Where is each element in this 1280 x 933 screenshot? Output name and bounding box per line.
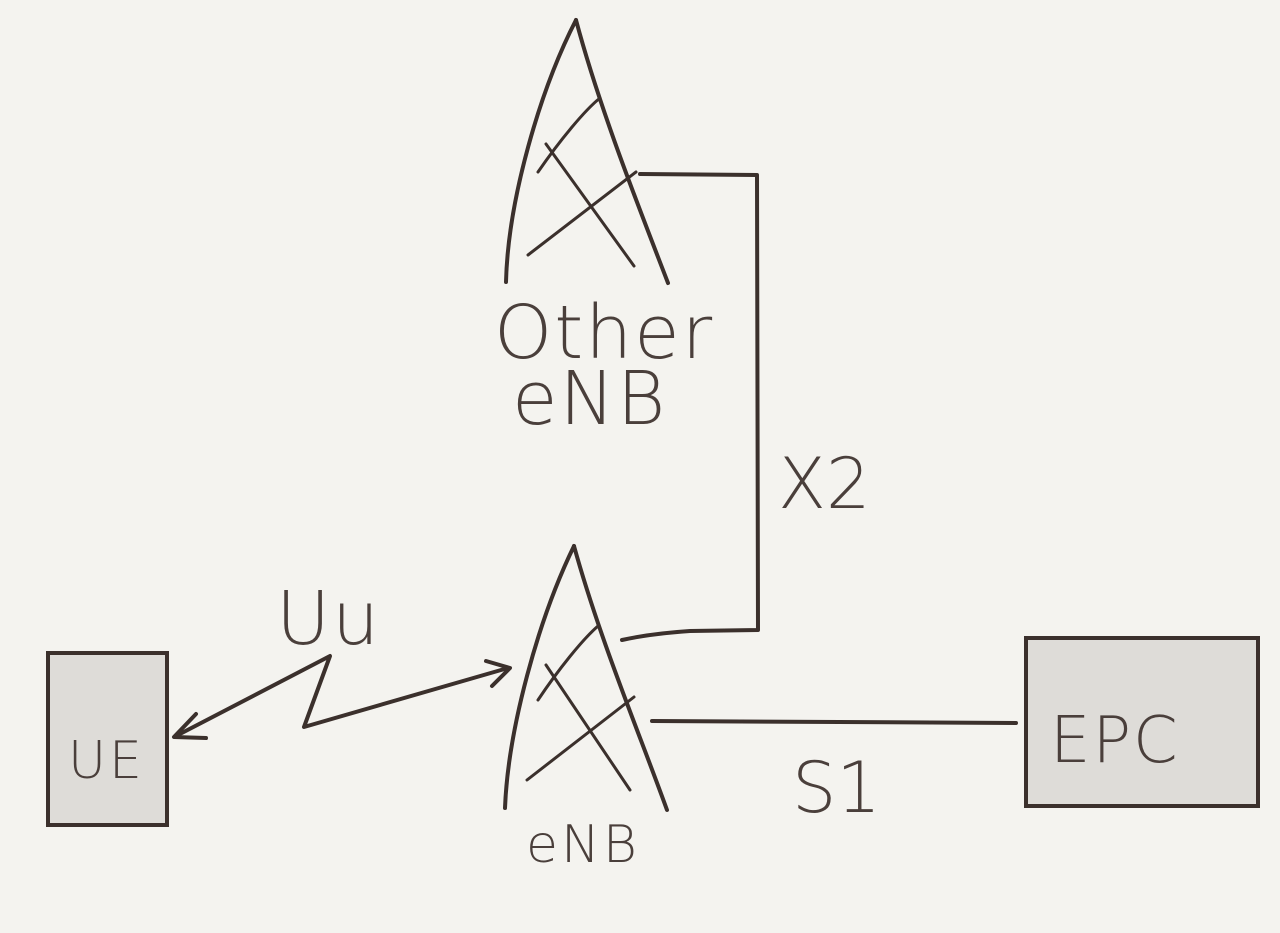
ue-box — [46, 651, 169, 827]
uu-label: Uu — [276, 576, 381, 662]
uu-radio-link — [172, 654, 512, 740]
other-enb-tower-icon — [504, 18, 670, 285]
enb-label: eNB — [526, 815, 640, 875]
enb-tower-icon — [503, 544, 669, 812]
uu-arrowhead-ue-icon — [172, 712, 208, 740]
other-enb-label-line1: Other — [494, 290, 714, 376]
x2-label: X2 — [778, 443, 871, 525]
x2-link — [620, 172, 760, 642]
s1-link — [650, 719, 1018, 725]
other-enb-label-line2: eNB — [512, 356, 667, 442]
s1-label: S1 — [792, 747, 881, 829]
epc-label: EPC — [1050, 704, 1180, 778]
epc-box — [1024, 636, 1260, 808]
uu-arrowhead-enb-icon — [484, 659, 512, 688]
ue-label: UE — [68, 731, 145, 791]
